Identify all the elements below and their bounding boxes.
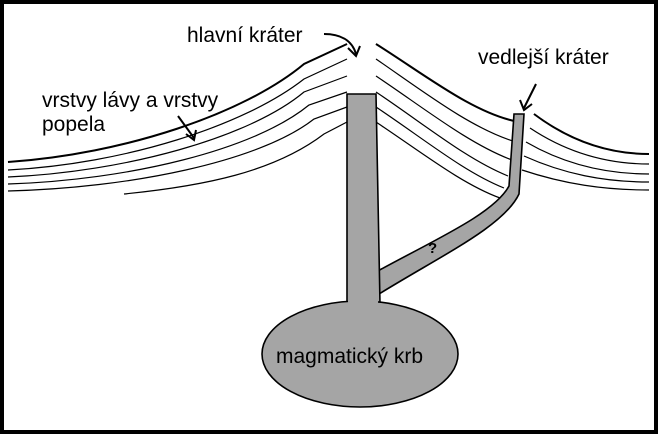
magma-chamber-label: magmatický krb [276,345,424,368]
side-crater-label: vedlejší kráter [478,46,609,69]
layers-pointer [177,115,195,139]
layers-label-line2: popela [42,112,106,136]
side-crater-arrowhead [519,99,533,112]
main-conduit [346,93,381,305]
main-crater-label: hlavní kráter [187,24,303,47]
main-crater-arrowhead [347,45,361,58]
side-crater-arrow [523,83,537,109]
layers-pointer-head [185,129,197,142]
main-crater-arrow [323,33,357,55]
volcano-cross-section [7,33,650,408]
layers-label: vrstvy lávy a vrstvy popela [42,89,218,136]
secondary-conduit [375,113,525,296]
diagram-frame: hlavní kráter vedlejší kráter vrstvy láv… [4,4,654,430]
question-mark-label: ? [428,240,438,257]
layers-label-line1: vrstvy lávy a vrstvy [42,89,219,112]
